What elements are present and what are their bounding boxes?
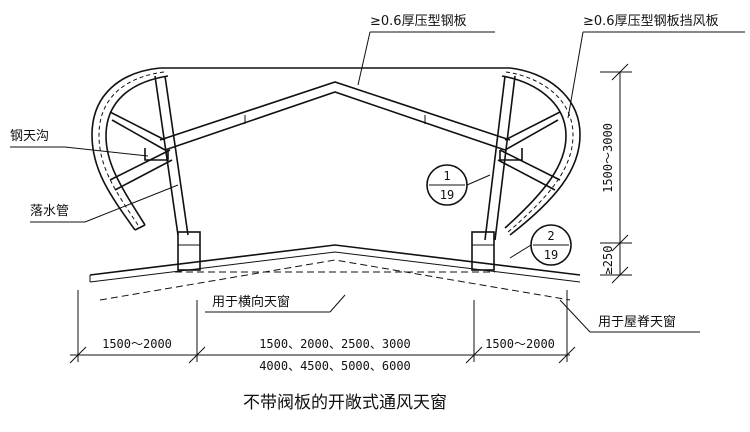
frame-bracing [109,67,561,241]
label-ridge-window: 用于屋脊天窗 [559,299,700,333]
label-gutter: 钢天沟 [10,129,149,157]
skylight-roof [159,81,511,151]
callout-1-19: 1 19 [426,164,491,206]
wind-plate-label: ≥0.6厚压型钢板挡风板 [583,14,719,29]
downpipe-label: 落水管 [30,204,69,219]
gutter-label: 钢天沟 [10,129,49,144]
callout-2-numerator: 2 [547,229,554,243]
vertical-main-dim: 1500～3000 [601,123,615,193]
label-downpipe: 落水管 [30,184,179,223]
vertical-dimension: 1500～3000 ≥250 [600,63,632,284]
vertical-small-dim: ≥250 [601,246,615,275]
label-wind-plate: ≥0.6厚压型钢板挡风板 [567,14,745,119]
right-span-dim: 1500～2000 [485,337,555,351]
callout-2-19: 2 19 [509,224,572,266]
center-span-line1: 1500、2000、2500、3000 [259,337,411,351]
right-gutter [499,148,523,161]
callout-1-numerator: 1 [443,169,450,183]
label-top-plate: ≥0.6厚压型钢板 [357,14,495,86]
center-span-line2: 4000、4500、5000、6000 [259,359,411,373]
ridge-window-label: 用于屋脊天窗 [598,314,676,330]
callout-2-denominator: 19 [544,248,558,262]
lateral-window-label: 用于横向天窗 [212,294,290,310]
left-wind-shield [91,67,169,231]
main-roof [89,244,581,301]
diagram-caption: 不带阀板的开敞式通风天窗 [243,393,447,413]
label-lateral-window: 用于横向天窗 [205,294,346,313]
horizontal-dimension: 1500～2000 1500～2000 1500、2000、2500、3000 … [69,290,576,373]
top-plate-label: ≥0.6厚压型钢板 [370,14,467,29]
left-span-dim: 1500～2000 [102,337,172,351]
left-gutter [144,148,169,161]
callout-1-denominator: 19 [440,188,454,202]
right-wind-shield [501,67,581,236]
